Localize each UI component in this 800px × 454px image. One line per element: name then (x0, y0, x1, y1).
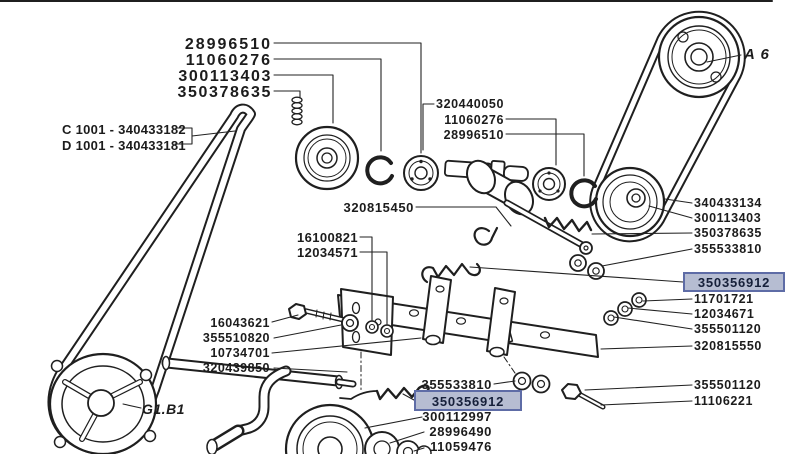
crank-handle-icon (161, 355, 357, 454)
part-number-label[interactable]: 300112997 (422, 409, 492, 424)
part-number-label[interactable]: 355501120 (694, 378, 762, 392)
part-number-highlighted[interactable]: 350356912 (683, 272, 785, 292)
view-reference-label: A 6 (744, 46, 770, 63)
part-number-label[interactable]: 320440050 (436, 97, 504, 111)
washer-trio-icon (603, 292, 647, 326)
part-number-label[interactable]: 320815450 (343, 200, 414, 215)
bolt-icon (288, 303, 359, 332)
flange-g1b1-icon (48, 352, 158, 454)
part-number-label[interactable]: 16043621 (210, 316, 270, 330)
part-number-label[interactable]: 11701721 (694, 292, 754, 306)
pulley-bottom-icon (284, 403, 432, 454)
part-number-label[interactable]: 12034571 (296, 245, 358, 260)
small-spring-icon (291, 96, 303, 126)
washer-pair-icon (569, 254, 605, 280)
part-number-label[interactable]: 28996510 (184, 36, 272, 53)
part-number-highlighted[interactable]: 350356912 (414, 390, 522, 411)
tension-spring-icon (421, 262, 481, 284)
part-number-label[interactable]: 355533810 (694, 242, 762, 256)
construction-lines (360, 351, 518, 393)
part-number-label[interactable]: C 1001 - 340433182 (62, 122, 186, 137)
hook-link-icon (473, 226, 499, 246)
view-reference-label: G1.B1 (142, 401, 185, 417)
upright-plates-icon (422, 275, 516, 358)
roller-arm-icon (466, 159, 593, 255)
part-number-label[interactable]: 355501120 (694, 322, 762, 336)
bracket-plate-icon (340, 288, 394, 356)
part-number-label[interactable]: 28996490 (429, 424, 492, 439)
part-number-label[interactable]: 11059476 (430, 439, 492, 454)
part-number-label[interactable]: 355510820 (202, 331, 270, 345)
part-number-label[interactable]: 300113403 (694, 211, 762, 225)
pulley-tensioner-icon (594, 166, 666, 238)
part-number-label[interactable]: 355533810 (421, 377, 492, 392)
drive-belt-right-icon (589, 10, 746, 243)
part-number-label[interactable]: 350378635 (694, 226, 762, 240)
part-number-label[interactable]: 28996510 (443, 128, 504, 142)
bearing-icon (532, 167, 566, 201)
leader-lines (122, 42, 742, 452)
coil-spring-icon (543, 216, 593, 233)
small-washers-icon (365, 320, 394, 338)
snap-ring-icon (569, 178, 598, 209)
part-number-label[interactable]: 11106221 (694, 394, 754, 408)
part-number-label[interactable]: 11060276 (185, 52, 272, 69)
part-number-label[interactable]: 320815550 (694, 339, 762, 353)
part-number-label[interactable]: 350378635 (177, 84, 272, 101)
bolt-icon (561, 383, 606, 410)
snap-ring-icon (365, 155, 394, 186)
bearing-icon (403, 155, 439, 191)
part-number-label[interactable]: 10734701 (210, 346, 270, 360)
part-number-label[interactable]: 300113403 (178, 68, 272, 85)
part-number-label[interactable]: 340433134 (694, 196, 762, 210)
part-number-label[interactable]: 12034671 (694, 307, 755, 321)
part-number-label[interactable]: D 1001 - 340433181 (62, 138, 186, 153)
pulley-a6-icon (657, 15, 741, 99)
part-number-label[interactable]: 320439850 (202, 361, 270, 375)
part-number-label[interactable]: 16100821 (296, 230, 358, 245)
tension-spring-icon (339, 384, 430, 401)
part-number-label[interactable]: 11060276 (444, 113, 504, 127)
pulley-front-icon (294, 125, 360, 191)
